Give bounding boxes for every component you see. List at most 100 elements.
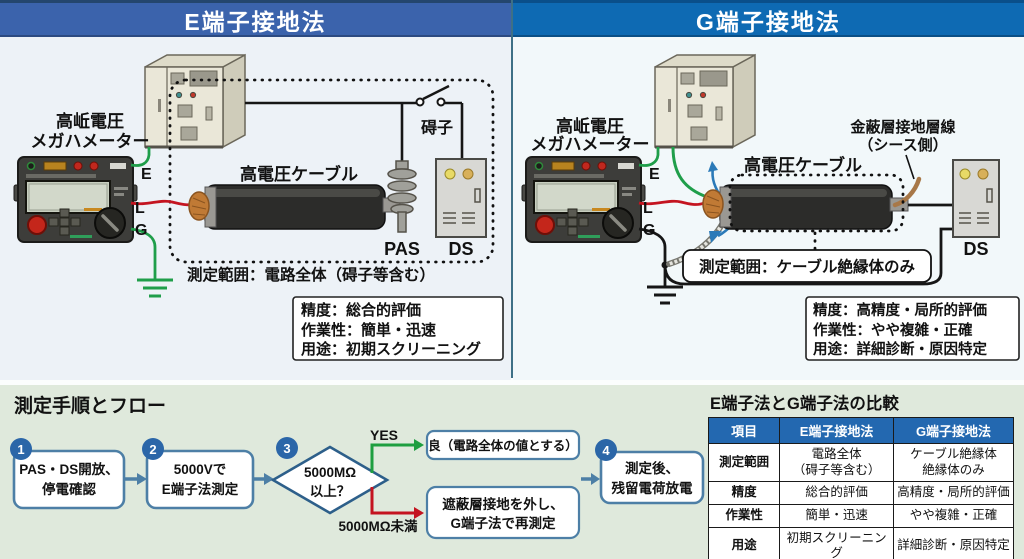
row-item-label: 作業性 (707, 503, 781, 528)
no-label: 5000MΩ未満 (338, 518, 418, 534)
flow-arrow-1 (125, 473, 147, 485)
green-terminal (26, 161, 36, 171)
table-header-row: 項目 E端子接地法 G端子接地法 (707, 417, 1014, 444)
cable-label: 高電圧ケーブル (744, 155, 862, 175)
step2-number-badge (142, 438, 164, 460)
step2-text: E端子法測定 (162, 481, 239, 497)
terminal-e-label: E (649, 166, 660, 183)
panel-e-header: E端子接地法 (0, 0, 511, 37)
shield-label: 金蔽層接地層線 (849, 118, 955, 136)
info-line: 精度：総合的評価 (301, 301, 421, 319)
label-pointer-line (905, 154, 915, 180)
device-label: メガハメーター (531, 135, 650, 154)
pas-insulator (387, 160, 417, 233)
red-terminal (597, 161, 607, 171)
disconnect-switch-icon (415, 97, 446, 107)
ds-label: DS (448, 239, 473, 259)
flow-decision: 5000MΩ 以上？ 3 (270, 437, 390, 515)
ground-symbol (647, 285, 683, 305)
header-item: 項目 (707, 417, 781, 444)
panel-g-body: 高岴電圧 メガハメーター (513, 37, 1024, 380)
hv-cable (188, 184, 401, 230)
retest-box: 遮蔽層接地を外し、 G端子法で再測定 (425, 485, 581, 540)
step3-number: 3 (283, 441, 290, 456)
retest-text: 遮蔽層接地を外し、 (442, 496, 564, 512)
shield-to-e-wire (671, 146, 708, 199)
info-line: 作業性：簡単・迅速 (301, 321, 436, 339)
switchgear-cabinet (654, 53, 756, 149)
range-label: 測定範囲：電路全体（碍子等含む） (187, 265, 435, 284)
step4-text: 残留電荷放電 (612, 480, 693, 496)
amber-indicator (43, 161, 67, 171)
panel-e-title: E端子接地法 (184, 9, 327, 35)
info-box: 精度：総合的評価 作業性：簡単・迅速 用途：初期スクリーニング (292, 296, 504, 361)
dpad-buttons (556, 208, 589, 236)
panel-g-header: G端子接地法 (513, 0, 1024, 37)
no-arrow (370, 487, 424, 519)
terminal-g-label: G (135, 222, 147, 239)
green-terminal (534, 161, 544, 171)
yes-arrow (370, 439, 424, 473)
row-g-value: 詳細診断・原因特定 (893, 526, 1014, 559)
range-dotted-box (728, 173, 905, 233)
e-terminal-wire (638, 147, 660, 167)
comparison-table: 項目 E端子接地法 G端子接地法 測定範囲 電路全体 （碍子等含む） ケーブル絶… (707, 417, 1014, 559)
ground-loop-wire (663, 227, 953, 286)
step3-number-badge (276, 437, 298, 459)
range-label-box: 測定範囲：ケーブル絶縁体のみ (682, 249, 932, 283)
power-button (27, 215, 47, 235)
step1-text: 停電確認 (42, 481, 96, 497)
yes-label: YES (370, 427, 398, 443)
range-label: 測定範囲：ケーブル絶縁体のみ (699, 257, 916, 276)
step2-number: 2 (149, 442, 156, 457)
table-row: 用途 初期スクリーニング 詳細診断・原因特定 (707, 526, 1014, 559)
step4-number-badge (595, 439, 617, 461)
circuit-lines (245, 84, 464, 165)
g-method-diagram: 高岴電圧 メガハメーター (521, 53, 1020, 361)
switchgear-cabinet (144, 53, 246, 149)
megohmmeter-device (521, 156, 646, 243)
row-e-value: 初期スクリーニング (779, 526, 895, 559)
panel-e-method: E端子接地法 (0, 0, 511, 380)
retest-text: G端子法で再測定 (450, 515, 556, 531)
info-line: 用途：詳細診断・原因特定 (813, 340, 987, 358)
row-e-value: 総合的評価 (779, 481, 895, 505)
info-line: 精度：高精度・局所的評価 (813, 301, 987, 319)
power-button (535, 215, 555, 235)
header-g-method: G端子接地法 (893, 417, 1014, 444)
cell-line: 絶縁体のみ (922, 462, 985, 477)
e-terminal-wire (130, 147, 151, 167)
sheath-pigtail-wire (892, 176, 922, 208)
cable-label: 高電圧ケーブル (240, 164, 358, 184)
step1-text: PAS・DS開放、 (19, 461, 119, 477)
row-g-value: 高精度・局所的評価 (893, 481, 1014, 505)
good-result-box: 良（電路全体の値とする） (425, 429, 581, 461)
g-terminal-wire (638, 227, 667, 287)
table-row: 精度 総合的評価 高精度・局所的評価 (707, 481, 1014, 505)
info-box: 精度：高精度・局所的評価 作業性：やや複雑・正確 用途：詳細診断・原因特定 (805, 296, 1020, 361)
cell-line: ケーブル絶縁体 (910, 447, 997, 461)
cell-line: （碍子等含む） (792, 462, 881, 477)
device-label: メガハメーター (31, 132, 150, 151)
red-terminal (73, 161, 83, 171)
terminal-l-label: L (643, 200, 653, 217)
ds-box (435, 158, 487, 238)
amber-indicator (551, 161, 575, 171)
row-e-value: 簡単・迅速 (779, 503, 895, 528)
flow-step-1: PAS・DS開放、 停電確認 1 (10, 438, 126, 510)
row-g-value: ケーブル絶縁体 絶縁体のみ (893, 442, 1014, 483)
flow-step-4: 測定後、 残留電荷放電 4 (595, 439, 705, 505)
row-g-value: やや複雑・正確 (893, 503, 1014, 528)
good-result-text: 良（電路全体の値とする） (428, 438, 578, 453)
step1-number-badge (10, 438, 32, 460)
megohmmeter-device (13, 156, 138, 243)
comparison-title: E端子法とG端子法の比較 (710, 395, 899, 413)
table-row: 測定範囲 電路全体 （碍子等含む） ケーブル絶縁体 絶縁体のみ (707, 442, 1014, 483)
flow-title: 測定手順とフロー (14, 396, 167, 417)
insulator-label: 碍子 (421, 119, 453, 137)
shield-label: （シース側） (858, 136, 947, 154)
flow-step-2: 5000Vで E端子法測定 2 (142, 438, 255, 510)
row-item-label: 測定範囲 (707, 442, 781, 483)
flow-arrow-2 (254, 473, 274, 485)
